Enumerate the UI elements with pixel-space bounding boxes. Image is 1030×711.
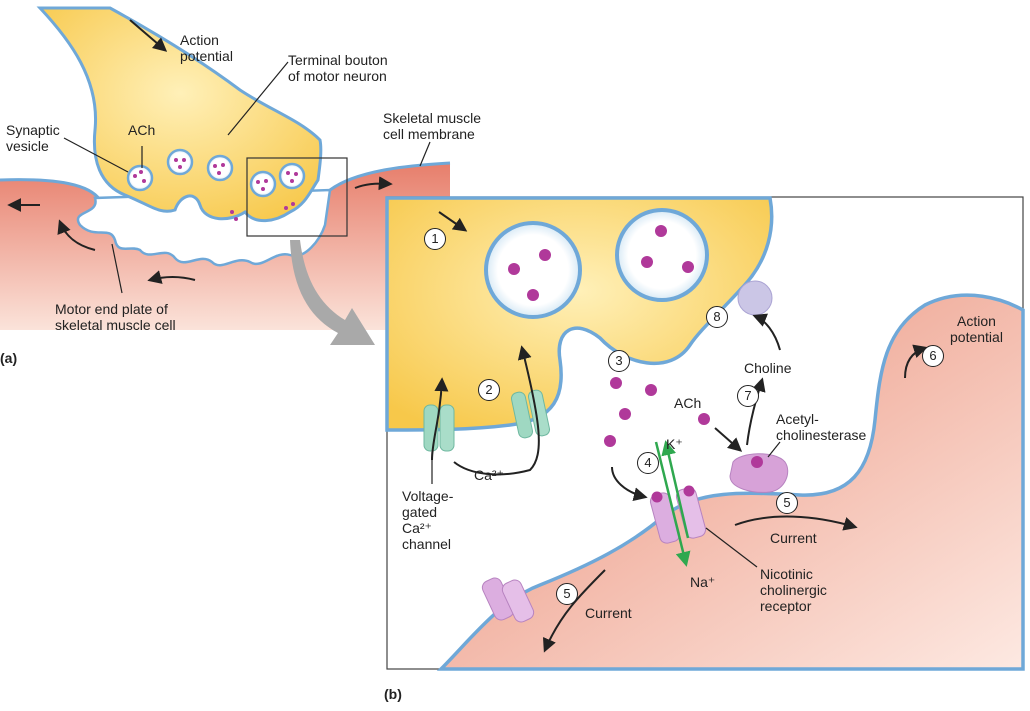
k-ion-arrow (661, 440, 690, 539)
magnify-arrow (290, 240, 375, 345)
step-7: 7 (737, 385, 759, 407)
step-2: 2 (478, 379, 500, 401)
current-label-1: Current (770, 530, 817, 546)
receptor-shape-2 (481, 577, 535, 623)
step-8: 8 (706, 306, 728, 328)
step-3: 3 (608, 350, 630, 372)
step-5b: 5 (556, 583, 578, 605)
ca-channel-label: Voltage- gated Ca²⁺ channel (402, 488, 454, 552)
panel-b-label: (b) (384, 686, 402, 702)
panel-b-illustration (385, 196, 1025, 671)
terminal-bouton-a (36, 6, 323, 223)
na-ion-arrow (654, 441, 691, 567)
na-ion-label: Na⁺ (690, 574, 716, 590)
panel-a-illustration (0, 6, 451, 345)
step-4: 4 (637, 452, 659, 474)
motor-end-plate-label: Motor end plate of skeletal muscle cell (55, 301, 176, 333)
action-potential-label-a: Action potential (180, 32, 233, 64)
ach-molecules (508, 225, 710, 503)
synaptic-vesicle-label: Synaptic vesicle (6, 122, 60, 154)
acetylcholinesterase-label: Acetyl- cholinesterase (776, 411, 867, 443)
k-ion-label: K⁺ (666, 436, 683, 452)
synaptic-vesicles-b (484, 208, 709, 319)
zoom-box (246, 157, 348, 237)
choline-label: Choline (744, 360, 792, 376)
nicotinic-receptor-label: Nicotinic cholinergic receptor (760, 566, 827, 614)
acetylcholinesterase-shape (729, 453, 789, 493)
terminal-bouton-label: Terminal bouton of motor neuron (288, 52, 388, 84)
muscle-cell-b (436, 293, 1025, 671)
ca-ion-label: Ca²⁺ (474, 467, 504, 483)
current-label-2: Current (585, 605, 632, 621)
ach-label-a: ACh (128, 122, 156, 138)
step-5a: 5 (776, 492, 798, 514)
panel-a-label: (a) (0, 350, 18, 366)
choline-transporter (737, 280, 773, 316)
step-1: 1 (424, 228, 446, 250)
step-6: 6 (922, 345, 944, 367)
skeletal-membrane-label: Skeletal muscle cell membrane (383, 110, 482, 142)
ach-label-b: ACh (674, 395, 702, 411)
action-potential-label-b: Action potential (950, 313, 1003, 345)
synaptic-vesicles-a (126, 148, 306, 221)
